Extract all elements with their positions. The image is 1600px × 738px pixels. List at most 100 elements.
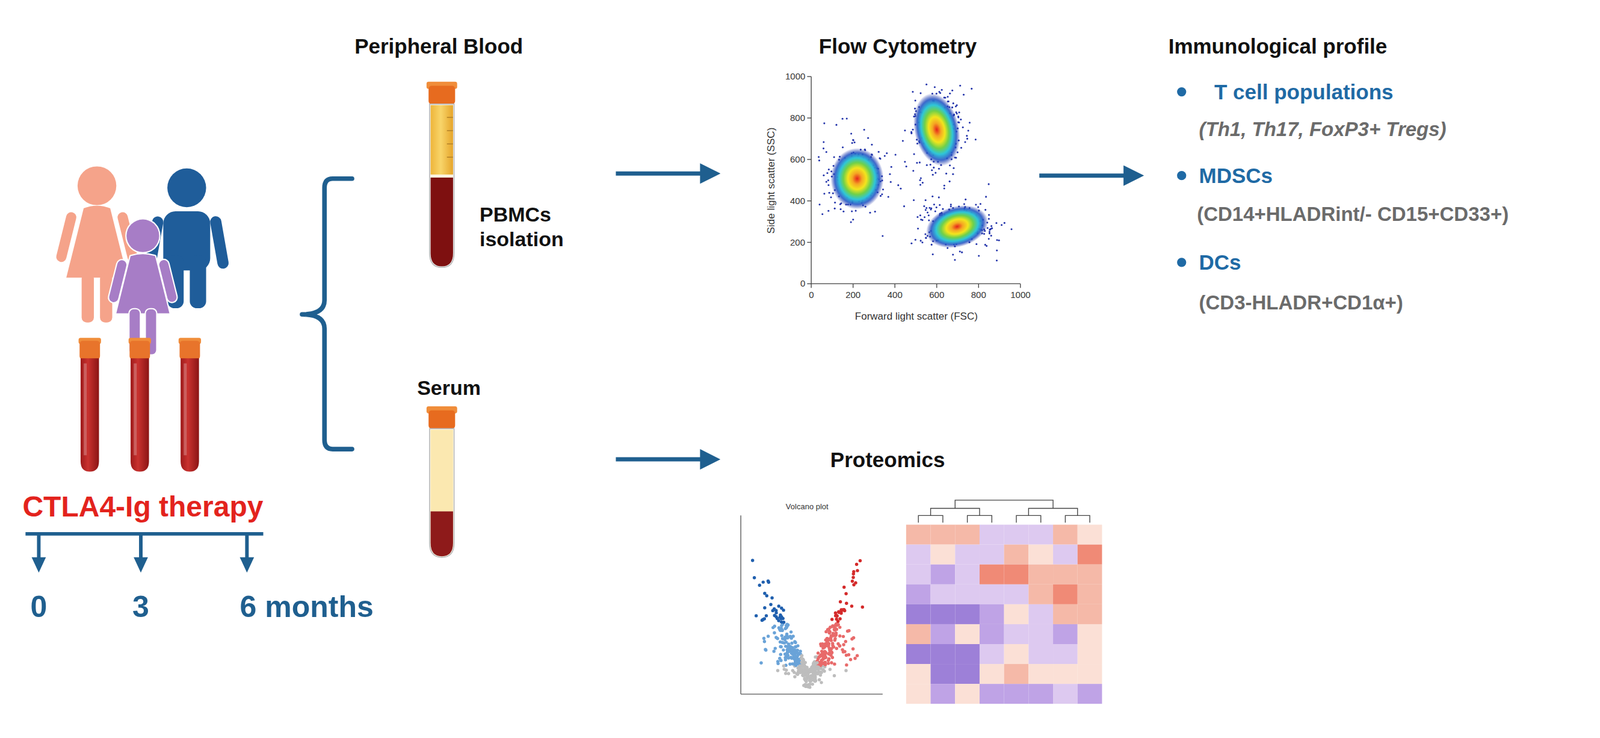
scatter-dot bbox=[995, 249, 998, 252]
bullet-item: MDSCs bbox=[1199, 163, 1274, 188]
volcano-dot bbox=[808, 685, 812, 689]
timeline bbox=[36, 533, 41, 561]
scatter-dot bbox=[977, 254, 980, 257]
volcano-plot bbox=[740, 515, 883, 694]
volcano-dot bbox=[750, 558, 754, 562]
heatmap-cell bbox=[930, 623, 956, 644]
volcano-dot bbox=[816, 657, 820, 661]
scatter-dot bbox=[821, 213, 824, 215]
volcano-dot bbox=[813, 678, 817, 682]
scatter-dot bbox=[855, 210, 857, 212]
volcano-dot bbox=[855, 653, 859, 657]
scatter-dot bbox=[998, 239, 1001, 242]
heatmap-cell bbox=[1004, 584, 1029, 605]
scatter-dot bbox=[925, 83, 928, 86]
scatter-dot bbox=[988, 237, 990, 240]
heatmap-cell bbox=[1053, 544, 1078, 565]
volcano-dot bbox=[829, 638, 833, 642]
scatter-dot bbox=[914, 99, 917, 102]
heatmap-cell bbox=[1028, 643, 1054, 664]
scatter-dot bbox=[926, 164, 928, 167]
volcano-dot bbox=[827, 630, 831, 634]
volcano-dot bbox=[779, 620, 783, 624]
scatter-dot bbox=[830, 196, 833, 198]
volcano-dot bbox=[819, 670, 823, 674]
volcano-dot bbox=[835, 614, 839, 618]
heatmap-cell bbox=[906, 683, 931, 704]
scatter-dot bbox=[919, 214, 922, 217]
volcano-dot bbox=[824, 651, 828, 655]
flow-arrow bbox=[1039, 173, 1132, 178]
heatmap-cell bbox=[1028, 564, 1054, 585]
scatter-dot bbox=[995, 259, 998, 262]
scatter-dot bbox=[823, 192, 825, 195]
scatter-dot bbox=[975, 243, 978, 245]
scatter-dot bbox=[822, 147, 825, 150]
scatter-dot bbox=[990, 234, 993, 237]
volcano-dot bbox=[800, 653, 804, 657]
volcano-dot bbox=[838, 599, 842, 603]
heatmap-cell bbox=[1077, 643, 1103, 664]
volcano-dot bbox=[852, 636, 856, 640]
volcano-dot bbox=[804, 679, 808, 683]
volcano-dot bbox=[787, 671, 791, 675]
heatmap-cell bbox=[906, 564, 931, 585]
scatter-plot bbox=[852, 283, 854, 288]
volcano-dot bbox=[850, 604, 854, 608]
scatter-dot bbox=[933, 86, 936, 88]
heatmap-cell bbox=[930, 524, 956, 545]
volcano-dot bbox=[785, 634, 789, 638]
scatter-dot bbox=[899, 187, 902, 190]
volcano-plot bbox=[740, 693, 883, 694]
volcano-dot bbox=[789, 630, 793, 634]
scatter-plot bbox=[830, 148, 884, 210]
volcano-dot bbox=[835, 646, 839, 650]
diagram-panel: Proteomics bbox=[724, 433, 1108, 710]
timepoint-label: 3 bbox=[132, 589, 150, 625]
scatter-dot bbox=[827, 179, 830, 182]
scatter-dot bbox=[988, 182, 990, 185]
volcano-dot bbox=[779, 652, 783, 656]
bullet-item: DCs bbox=[1199, 249, 1242, 275]
scatter-dot bbox=[924, 236, 927, 239]
volcano-dot bbox=[825, 636, 829, 640]
axis-tick: 600 bbox=[929, 289, 945, 301]
heatmap-cell bbox=[1053, 524, 1078, 545]
scatter-dot bbox=[912, 169, 915, 172]
plot-title: Volcano plot bbox=[785, 501, 829, 511]
pbmc-tube bbox=[447, 143, 454, 145]
axis-title: Side light scatter (SSC) bbox=[765, 127, 778, 235]
scatter-dot bbox=[965, 134, 968, 137]
volcano-dot bbox=[844, 668, 848, 672]
heatmap-cell bbox=[1053, 604, 1078, 624]
serum-tube bbox=[430, 429, 454, 512]
pbmc-tube bbox=[430, 174, 454, 178]
volcano-dot bbox=[781, 640, 785, 644]
marker-text: (Th1, Th17, FoxP3+ Tregs) bbox=[1199, 117, 1447, 142]
scatter-dot bbox=[945, 172, 948, 175]
scatter-dot bbox=[988, 217, 990, 220]
pbmc-tube bbox=[447, 117, 454, 158]
scatter-dot bbox=[846, 117, 848, 120]
axis-tick: 0 bbox=[800, 277, 806, 289]
scatter-dot bbox=[881, 234, 884, 237]
timeline bbox=[138, 533, 143, 561]
volcano-dot bbox=[790, 641, 794, 645]
volcano-dot bbox=[788, 661, 792, 665]
scatter-dot bbox=[916, 216, 919, 218]
volcano-dot bbox=[793, 639, 797, 643]
volcano-dot bbox=[822, 645, 826, 649]
heatmap bbox=[906, 500, 1103, 704]
pbmc-tube bbox=[447, 156, 454, 158]
scatter-dot bbox=[905, 165, 908, 168]
heatmap-cell bbox=[1028, 663, 1054, 684]
scatter-dot bbox=[943, 184, 946, 187]
heatmap-cell bbox=[954, 643, 980, 664]
heatmap-cell bbox=[930, 584, 956, 605]
volcano-dot bbox=[822, 669, 826, 673]
scatter-dot bbox=[911, 90, 914, 93]
scatter-dot bbox=[924, 237, 927, 239]
volcano-dot bbox=[773, 646, 777, 650]
volcano-dot bbox=[784, 644, 788, 648]
